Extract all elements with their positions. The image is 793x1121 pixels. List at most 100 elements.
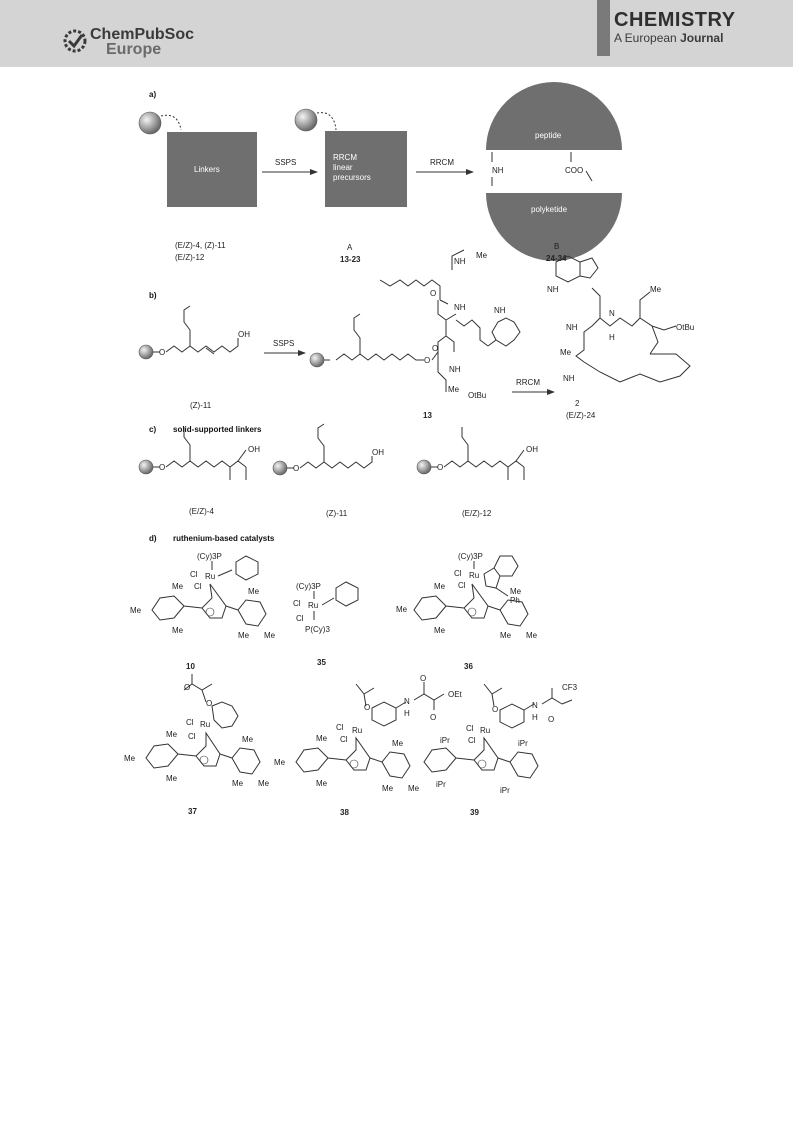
svg-text:NH: NH [454, 303, 466, 312]
svg-text:OtBu: OtBu [676, 323, 694, 332]
svg-text:NH: NH [547, 285, 559, 294]
svg-text:Ru: Ru [352, 726, 362, 735]
svg-text:OH: OH [238, 330, 250, 339]
svg-text:NH: NH [563, 374, 575, 383]
svg-text:Me: Me [392, 739, 404, 748]
polyketide-label: polyketide [531, 205, 568, 214]
precursors-box-line1: RRCM [333, 153, 357, 162]
svg-text:Me: Me [242, 735, 254, 744]
cmp-z-11-label: (Z)-11 [190, 401, 212, 410]
resin-bead-icon [138, 111, 162, 135]
svg-text:O: O [432, 344, 438, 353]
svg-text:N: N [532, 701, 538, 710]
journal-logo: CHEMISTRY A European Journal [597, 0, 793, 67]
svg-text:NH: NH [566, 323, 578, 332]
resin-bead-icon [416, 459, 432, 475]
journal-header: ChemPubSoc Europe CHEMISTRY A European J… [0, 0, 793, 67]
svg-text:CF3: CF3 [562, 683, 578, 692]
publisher-name-line1: ChemPubSoc [90, 26, 195, 43]
svg-text:2: 2 [575, 399, 580, 408]
svg-text:O: O [420, 674, 426, 683]
svg-text:Me: Me [526, 631, 538, 640]
catalyst-10-structure: (Cy)3P Ru Cl Cl Me Me Me Me Me Me [130, 552, 276, 640]
svg-text:O: O [424, 356, 430, 365]
polyketide-segment [486, 193, 622, 261]
cmp-e-z-4-label: (E/Z)-4 [189, 507, 214, 516]
panel-c-title: solid-supported linkers [173, 425, 262, 434]
svg-text:Ru: Ru [480, 726, 490, 735]
svg-text:OH: OH [372, 448, 384, 457]
svg-text:Me: Me [130, 606, 142, 615]
cmp-37-label: 37 [188, 807, 197, 816]
resin-bead-icon [138, 344, 154, 360]
svg-text:O: O [548, 715, 554, 724]
peptide-segment [486, 82, 622, 150]
svg-text:Ru: Ru [205, 572, 215, 581]
svg-text:Me: Me [274, 758, 286, 767]
svg-text:H: H [404, 709, 410, 718]
catalyst-39-structure: O N H CF3 O Ru Cl Cl iPr iPr iPr iPr [423, 683, 578, 795]
journal-name-line2: A European Journal [614, 31, 724, 45]
svg-text:Cl: Cl [340, 735, 348, 744]
panel-d-title: ruthenium-based catalysts [173, 534, 275, 543]
caption-macrocycles-line2: 24-34 [546, 254, 567, 263]
publisher-name-line2: Europe [106, 41, 162, 58]
svg-text:Me: Me [434, 582, 446, 591]
svg-text:N: N [609, 309, 615, 318]
panel-d-label: d) [149, 534, 157, 543]
rrcm-arrow-b-label: RRCM [516, 378, 540, 387]
nh-label: NH [492, 166, 504, 175]
cmp-10-label: 10 [186, 662, 195, 671]
svg-text:(Cy)3P: (Cy)3P [296, 582, 321, 591]
panel-c-label: c) [149, 425, 156, 434]
svg-text:Me: Me [434, 626, 446, 635]
svg-text:NH: NH [454, 257, 466, 266]
svg-text:Cl: Cl [454, 569, 462, 578]
svg-text:O: O [293, 464, 299, 473]
catalyst-35-structure: (Cy)3P Ru Cl Cl P(Cy)3 [293, 581, 359, 634]
svg-text:Me: Me [316, 779, 328, 788]
catalyst-37-structure: O O Ru Cl Cl Me Me Me Me Me Me [124, 674, 270, 788]
compound-z-11-structure: O OH [138, 305, 250, 360]
svg-text:Me: Me [264, 631, 276, 640]
cmp-e-z-24-label: (E/Z)-24 [566, 411, 596, 420]
compound-z-11-linker-structure: O OH [272, 423, 384, 476]
svg-text:Me: Me [238, 631, 250, 640]
cmp-z-11-linker-label: (Z)-11 [326, 509, 348, 518]
svg-text:Cl: Cl [188, 732, 196, 741]
svg-text:Cl: Cl [296, 614, 304, 623]
svg-text:O: O [437, 463, 443, 472]
svg-text:Me: Me [172, 626, 184, 635]
svg-text:Cl: Cl [336, 723, 344, 732]
svg-text:N: N [404, 697, 410, 706]
reaction-scheme: a) Linkers SSPS RRCM linear precursors R… [124, 82, 694, 817]
svg-text:H: H [532, 713, 538, 722]
rrcm-arrow-label: RRCM [430, 158, 454, 167]
caption-macrocycles-line1: B [554, 242, 559, 251]
compound-24-structure: NH NH N H Me OtBu Me NH 2 [547, 255, 694, 408]
compound-e-z-4-structure: O OH [138, 427, 260, 480]
catalyst-38-structure: O N H OEt O O Ru Cl Cl Me Me Me Me Me Me [274, 674, 463, 793]
svg-text:Cl: Cl [186, 718, 194, 727]
svg-text:NH: NH [449, 365, 461, 374]
journal-name-line1: CHEMISTRY [614, 9, 736, 31]
svg-text:H: H [609, 333, 615, 342]
linkers-box-label: Linkers [194, 165, 220, 174]
svg-text:Me: Me [166, 730, 178, 739]
svg-text:OH: OH [248, 445, 260, 454]
svg-text:Me: Me [166, 774, 178, 783]
svg-text:Cl: Cl [468, 736, 476, 745]
cmp-36-label: 36 [464, 662, 473, 671]
peptide-label: peptide [535, 131, 562, 140]
svg-text:O: O [492, 705, 498, 714]
coo-ester-bond [585, 170, 593, 182]
svg-text:Me: Me [510, 587, 522, 596]
svg-text:O: O [184, 683, 190, 692]
cmp-13-label: 13 [423, 411, 432, 420]
ssps-arrow-label: SSPS [275, 158, 296, 167]
panel-a-label: a) [149, 90, 156, 99]
svg-text:O: O [159, 348, 165, 357]
svg-text:OH: OH [526, 445, 538, 454]
cmp-35-label: 35 [317, 658, 326, 667]
svg-text:Me: Me [232, 779, 244, 788]
